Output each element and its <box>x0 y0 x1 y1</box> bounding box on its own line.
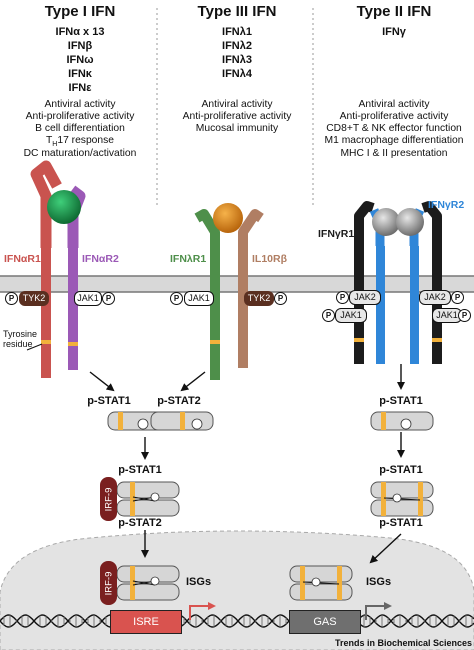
label-ifngr1: IFNγR1 <box>318 228 355 240</box>
arrow-type3-to-stat2 <box>180 371 206 392</box>
irf9-nucleus: IRF-9 <box>100 561 117 605</box>
ligand-ifnl3: IFNλ3 <box>222 54 252 66</box>
phospho-jak1-left: P <box>322 309 335 322</box>
ligand-ifna: IFNα x 13 <box>55 26 105 38</box>
phospho-tyk2-t3: P <box>274 292 287 305</box>
nucleus <box>0 530 474 650</box>
label-pstat1-t2: p-STAT1 <box>379 395 423 407</box>
label-isgs-left: ISGs <box>186 576 212 588</box>
fn-t1-4: DC maturation/activation <box>23 148 137 159</box>
ligand-ifnb: IFNβ <box>67 40 93 52</box>
isgf3-nuclear <box>116 565 180 601</box>
fn-t1-2: B cell differentiation <box>35 123 125 134</box>
isgf3-complex <box>116 481 180 517</box>
isre-element: ISRE <box>110 610 182 634</box>
title-type2: Type II IFN <box>356 3 432 20</box>
ligand-ifnw: IFNω <box>66 54 94 66</box>
title-type1: Type I IFN <box>44 3 116 20</box>
fn-t3-2: Mucosal immunity <box>195 123 279 134</box>
kinase-tyk2-t1: TYK2 <box>19 291 49 306</box>
fn-t1-0: Antiviral activity <box>44 99 116 110</box>
dna-strand <box>0 614 474 628</box>
gas-element: GAS <box>289 610 361 634</box>
kinase-jak1-left: JAK1 <box>335 308 367 323</box>
ligand-ifnk: IFNκ <box>68 68 92 80</box>
phospho-jak2-right: P <box>451 291 464 304</box>
label-pstat1-t1: p-STAT1 <box>87 395 131 407</box>
fn-t2-3: M1 macrophage differentiation <box>324 135 464 146</box>
fn-t1-1: Anti-proliferative activity <box>25 111 135 122</box>
ligand-ifnl2: IFNλ2 <box>222 40 252 52</box>
ifnlr1-receptor <box>194 209 220 380</box>
ifn-type3-ligand <box>213 203 243 233</box>
label-ifnar2: IFNαR2 <box>82 253 119 265</box>
label-isgf3-pstat2: p-STAT2 <box>118 517 162 529</box>
kinase-jak2-right: JAK2 <box>419 290 451 305</box>
phospho-jak1-t3: P <box>170 292 183 305</box>
label-isgs-right: ISGs <box>366 576 392 588</box>
label-tyrosine-residue: Tyrosine residue <box>3 329 38 349</box>
credit-text: Trends in Biochemical Sciences <box>335 638 473 648</box>
ligand-ifnl1: IFNλ1 <box>222 26 252 38</box>
kinase-jak1-t3: JAK1 <box>184 291 214 306</box>
title-type3: Type III IFN <box>197 3 277 20</box>
stat1-monomer-right <box>370 411 434 431</box>
isg-arrow-left <box>189 602 216 620</box>
ligand-ifnl4: IFNλ4 <box>222 68 252 80</box>
gaf-dimer <box>370 481 434 517</box>
kinase-jak1-t1: JAK1 <box>74 291 102 306</box>
fn-t2-1: Anti-proliferative activity <box>339 111 449 122</box>
arrow-gaf-to-nucleus <box>369 533 402 564</box>
tyrosine-pointer <box>26 343 43 351</box>
phospho-tyk2: P <box>5 292 18 305</box>
ligand-ifne: IFNε <box>68 82 92 94</box>
label-gaf-pstat1-top: p-STAT1 <box>379 464 423 476</box>
isg-arrow-right <box>365 602 392 620</box>
label-ifnlr1: IFNλR1 <box>170 253 207 265</box>
label-il10rb: IL10Rβ <box>252 253 288 265</box>
phospho-jak1-right: P <box>458 309 471 322</box>
kinase-tyk2-t3: TYK2 <box>244 291 274 306</box>
label-isgf3-pstat1: p-STAT1 <box>118 464 162 476</box>
ifnar1-receptor <box>30 160 62 378</box>
fn-t3-1: Anti-proliferative activity <box>182 111 292 122</box>
arrow-type1-to-stat1 <box>89 371 115 392</box>
il10rb-receptor <box>238 209 264 368</box>
gaf-nuclear <box>289 565 353 601</box>
stat2-monomer <box>150 411 214 431</box>
irf9-cytoplasm: IRF-9 <box>100 477 117 521</box>
phospho-jak1-t1: P <box>102 292 115 305</box>
label-pstat2: p-STAT2 <box>157 395 201 407</box>
fn-t3-0: Antiviral activity <box>201 99 273 110</box>
fn-t1-3: TH17 response <box>45 135 115 149</box>
fn-t2-2: CD8+T & NK effector function <box>326 123 462 134</box>
phospho-jak2-left: P <box>336 291 349 304</box>
kinase-jak2-left: JAK2 <box>349 290 381 305</box>
label-gaf-pstat1-bottom: p-STAT1 <box>379 517 423 529</box>
ligand-ifng: IFNγ <box>382 26 406 38</box>
fn-t2-0: Antiviral activity <box>358 99 430 110</box>
ifn-gamma-ligand-right <box>396 208 424 236</box>
fn-t2-4: MHC I & II presentation <box>340 148 448 159</box>
ifn-gamma-ligand-left <box>372 208 400 236</box>
label-ifnar1: IFNαR1 <box>4 253 41 265</box>
ifn-type1-ligand <box>47 190 81 224</box>
label-ifngr2: IFNγR2 <box>428 199 465 211</box>
